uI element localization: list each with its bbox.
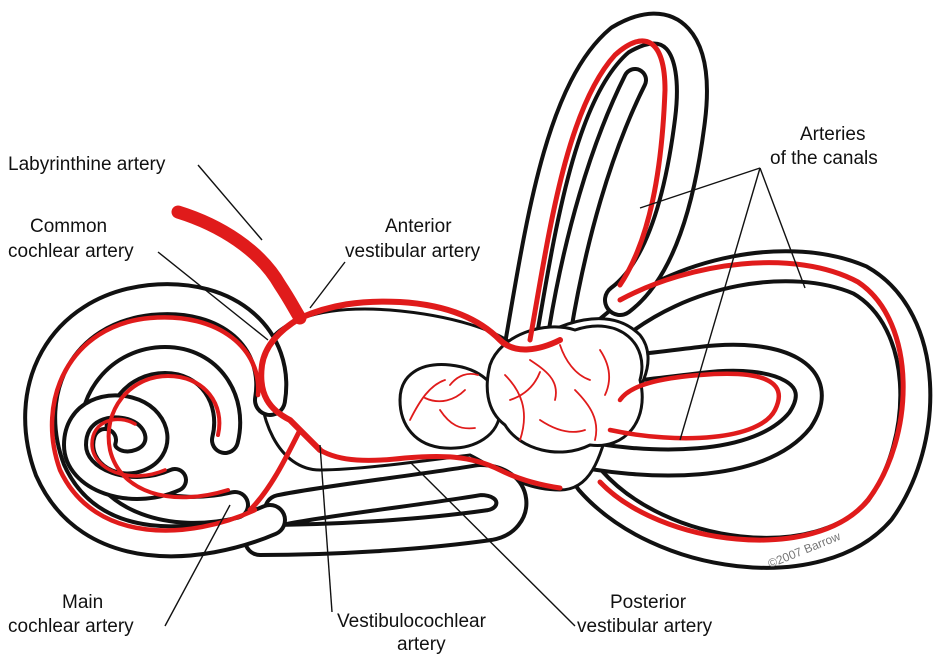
leader-anterior-vestibular [310, 262, 345, 308]
label-arteries-canals-line1: Arteries [800, 124, 865, 145]
label-vestibulocochlear-line2: artery [397, 634, 446, 654]
label-common-cochlear-line1: Common [30, 216, 107, 237]
saccule [400, 365, 500, 449]
label-main-cochlear-line1: Main [62, 592, 103, 613]
label-labyrinthine-artery: Labyrinthine artery [8, 154, 166, 175]
label-posterior-vestibular-line2: vestibular artery [577, 616, 713, 637]
labyrinth-tubes [40, 29, 915, 553]
label-posterior-vestibular-line1: Posterior [610, 592, 687, 613]
label-common-cochlear-line2: cochlear artery [8, 241, 134, 262]
leader-canals-posterior [680, 168, 760, 440]
label-vestibulocochlear-line1: Vestibulocochlear [337, 611, 487, 632]
label-anterior-vestibular-line1: Anterior [385, 216, 452, 237]
label-main-cochlear-line2: cochlear artery [8, 616, 134, 637]
label-arteries-canals-line2: of the canals [770, 148, 878, 169]
label-anterior-vestibular-line2: vestibular artery [345, 241, 481, 262]
